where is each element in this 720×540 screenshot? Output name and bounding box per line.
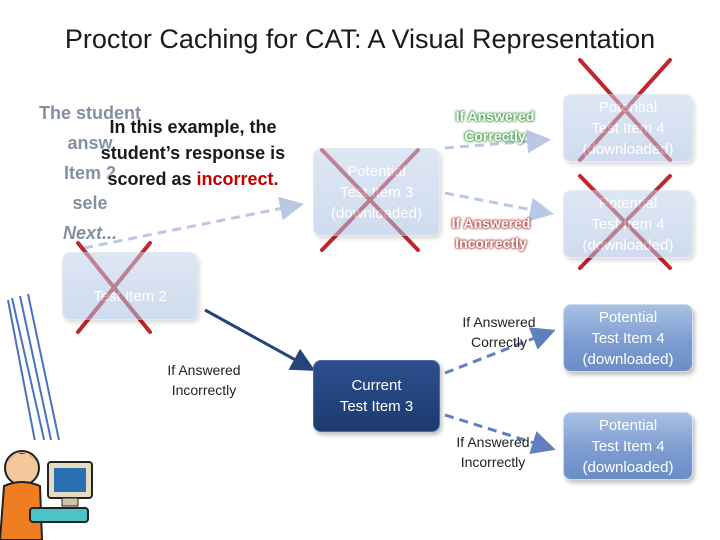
arrow-upper-correct xyxy=(444,129,551,154)
intro-line-1: The student xyxy=(39,103,141,123)
label-lower-incorrect: If Answered Incorrectly xyxy=(456,434,530,470)
arrow-lower-incorrect xyxy=(444,413,556,455)
node-potential-item-3-label: Potential Test Item 3 (downloaded) xyxy=(331,162,422,222)
node-current-item-3-label: Current Test Item 3 xyxy=(339,377,414,415)
intro-line-4: sele xyxy=(72,193,108,213)
callout-text: In this example, the student’s response … xyxy=(88,114,298,192)
label-upper-incorrect: If Answered Incorrectly xyxy=(451,215,531,251)
node-potential-item-4-b: Potential Test Item 4 (downloaded) xyxy=(563,190,693,258)
label-mid-incorrect: If Answered Incorrectly xyxy=(167,362,241,398)
node-potential-item-4-c-label: Potential Test Item 4 (downloaded) xyxy=(582,308,674,368)
node-potential-item-4-b-label: Potential Test Item 4 (downloaded) xyxy=(582,194,674,254)
node-test-item-2: Test Item 2 xyxy=(62,252,198,320)
intro-next: Next... xyxy=(62,223,118,243)
node-potential-item-3: Potential Test Item 3 (downloaded) xyxy=(313,148,440,236)
callout-body: In this example, the student’s response … xyxy=(100,117,286,189)
student-computer-illustration xyxy=(0,440,100,540)
intro-text: The student answ Item 2 sele Next... xyxy=(20,98,160,248)
intro-line-3: Item 2 xyxy=(63,163,117,183)
node-potential-item-4-c: Potential Test Item 4 (downloaded) xyxy=(563,304,693,372)
label-upper-correct: If Answered Correctly xyxy=(455,108,535,144)
node-current-item-3: Current Test Item 3 xyxy=(313,360,440,432)
arrow-lower-correct xyxy=(444,327,556,375)
node-potential-item-4-d: Potential Test Item 4 (downloaded) xyxy=(563,412,693,480)
node-potential-item-4-a-label: Potential Test Item 4 (downloaded) xyxy=(582,98,674,158)
callout-emphasis: incorrect. xyxy=(196,169,279,189)
page-title: Proctor Caching for CAT: A Visual Repres… xyxy=(64,24,656,54)
arrow-student-to-potential3 xyxy=(83,196,304,250)
arrow-to-current-item3 xyxy=(204,308,316,371)
node-potential-item-4-a: Potential Test Item 4 (downloaded) xyxy=(563,94,693,162)
label-lower-correct: If Answered Correctly xyxy=(462,314,536,350)
node-test-item-2-label: Test Item 2 xyxy=(93,287,167,305)
node-potential-item-4-d-label: Potential Test Item 4 (downloaded) xyxy=(582,416,674,476)
arrow-upper-incorrect xyxy=(444,191,554,222)
intro-line-2: answ xyxy=(67,133,113,153)
